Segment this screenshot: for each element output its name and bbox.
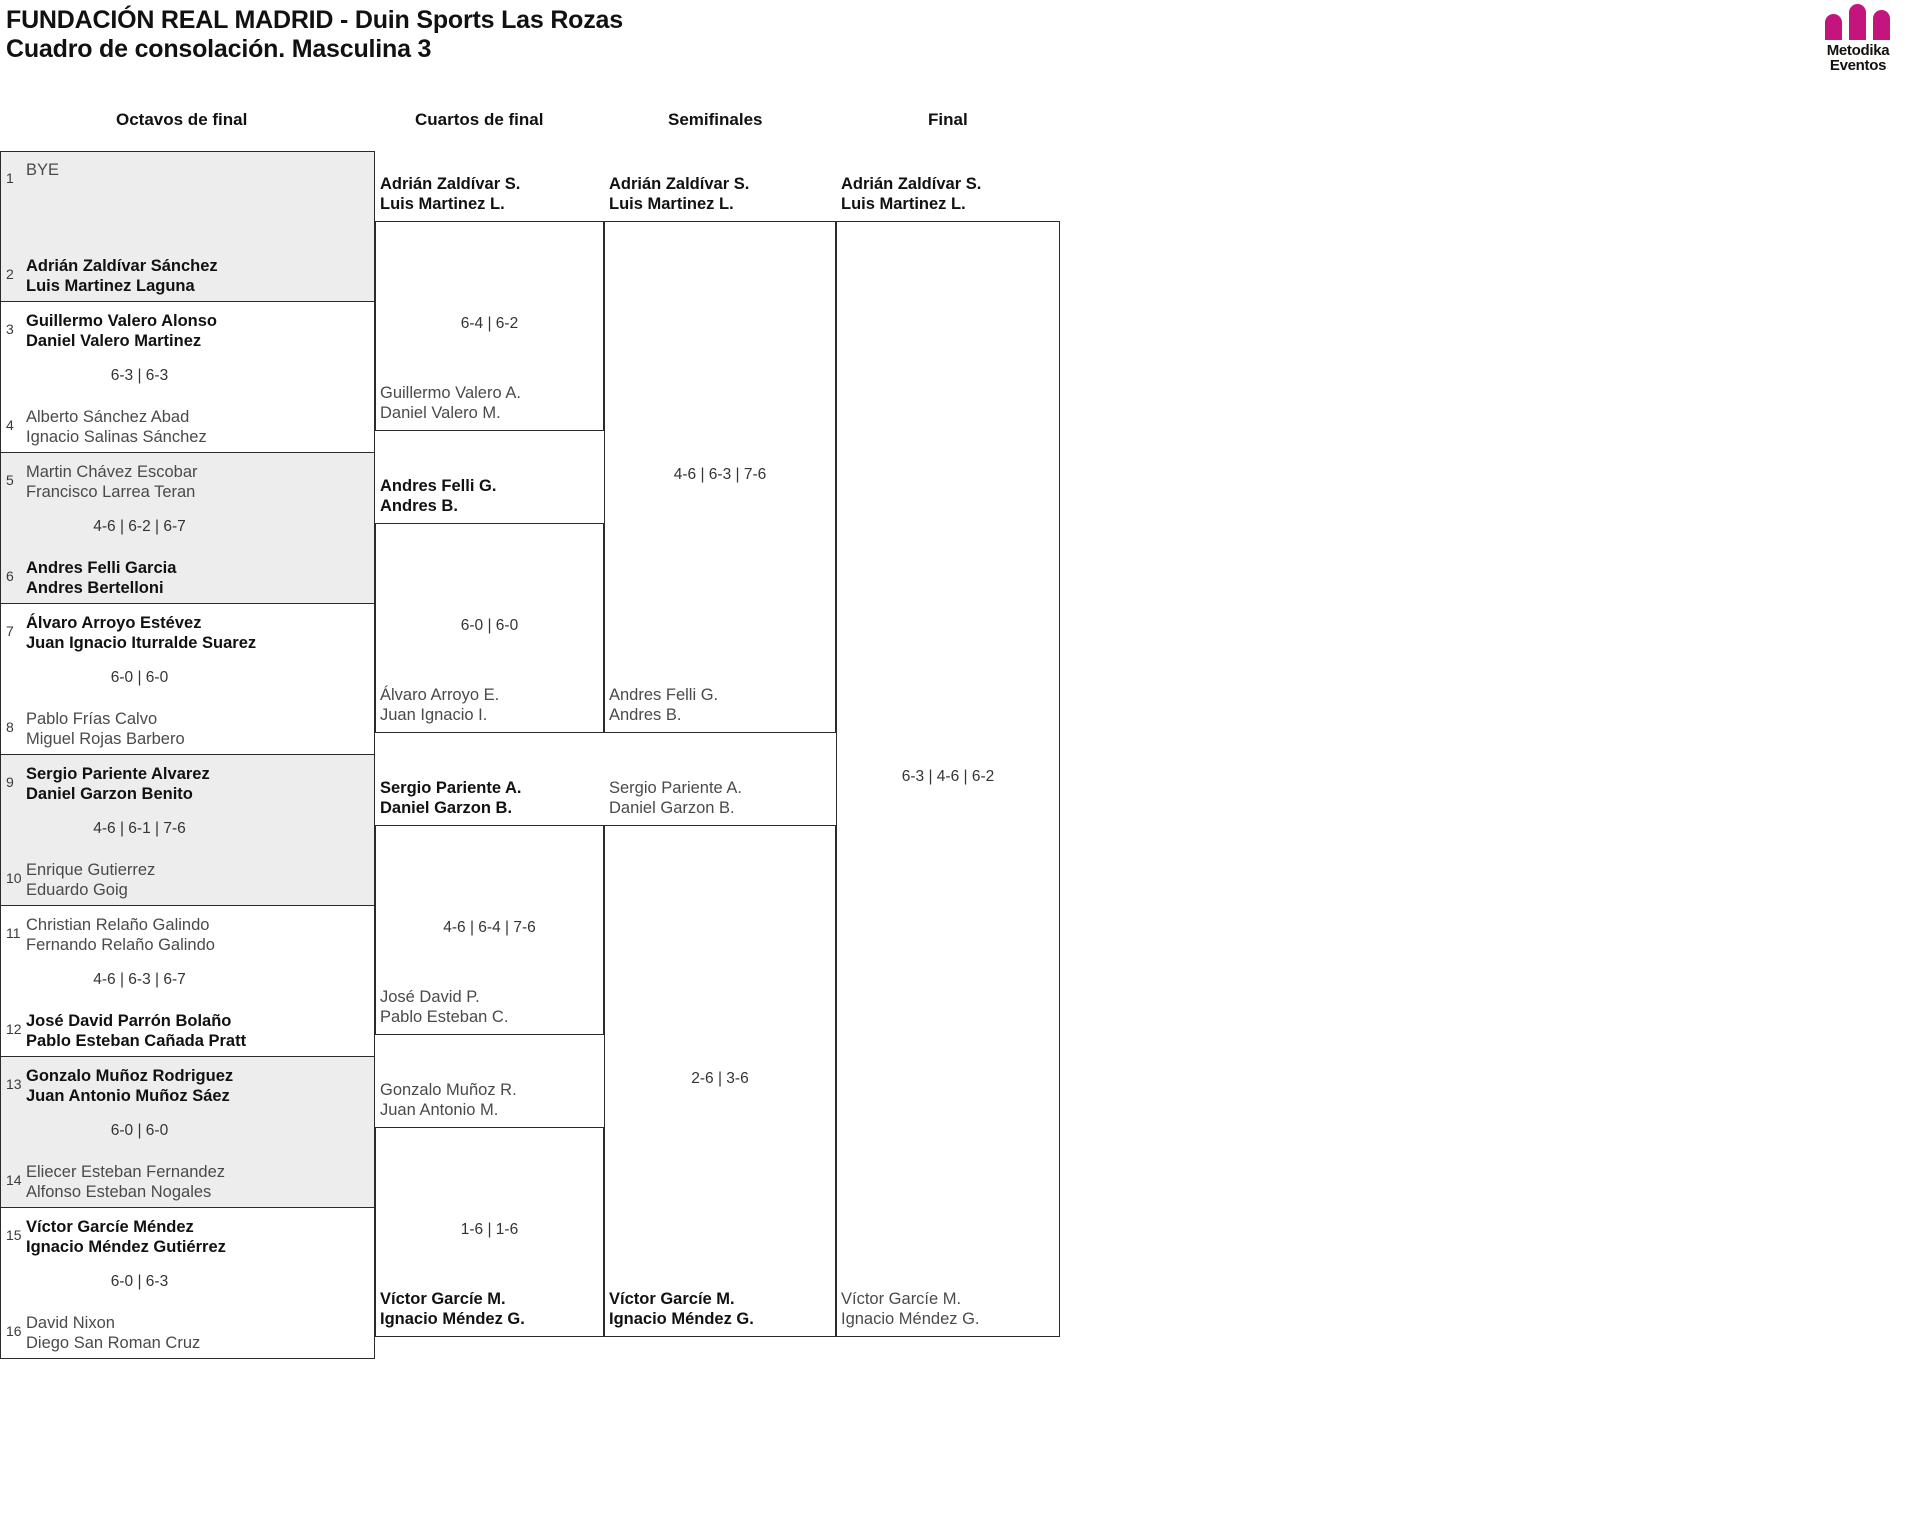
qf-bottom-team-name: José David P.Pablo Esteban C. — [380, 988, 509, 1026]
r16-match-6[interactable] — [0, 906, 375, 1057]
r16-seed: 7 — [6, 623, 14, 639]
sf-match-2[interactable] — [604, 825, 836, 1337]
tournament-title-line-1: FUNDACIÓN REAL MADRID - Duin Sports Las … — [6, 6, 623, 34]
final-bottom-team-name: Víctor Garcíe M.Ignacio Méndez G. — [841, 1290, 980, 1328]
sf-bottom-team-name: Andres Felli G.Andres B. — [609, 686, 719, 724]
qf-top-team-name: Adrián Zaldívar S.Luis Martinez L. — [380, 175, 521, 213]
qf-top-team-name: Gonzalo Muñoz R.Juan Antonio M. — [380, 1081, 517, 1119]
r16-score: 6-0 | 6-0 — [110, 1122, 169, 1139]
r16-match-7[interactable] — [0, 1057, 375, 1208]
r16-seed: 14 — [6, 1172, 22, 1188]
qf-score: 6-0 | 6-0 — [460, 617, 519, 634]
sf-bottom-team-name: Víctor Garcíe M.Ignacio Méndez G. — [609, 1290, 754, 1328]
qf-score: 4-6 | 6-4 | 7-6 — [443, 919, 536, 936]
r16-match-5[interactable] — [0, 755, 375, 906]
r16-match-3[interactable] — [0, 453, 375, 604]
r16-seed: 11 — [6, 925, 21, 941]
r16-seed: 5 — [6, 472, 14, 488]
qf-bottom-team-name: Víctor Garcíe M.Ignacio Méndez G. — [380, 1290, 525, 1328]
logo-m-icon — [1825, 4, 1891, 40]
r16-seed: 12 — [6, 1021, 22, 1037]
r16-seed: 16 — [6, 1323, 22, 1339]
qf-match-1[interactable] — [375, 221, 604, 431]
r16-score: 4-6 | 6-2 | 6-7 — [93, 518, 186, 535]
r16-score: 6-3 | 6-3 — [110, 367, 169, 384]
r16-seed: 4 — [6, 417, 14, 433]
r16-seed: 10 — [6, 870, 22, 886]
r16-seed: 15 — [6, 1227, 22, 1243]
r16-seed: 13 — [6, 1076, 22, 1092]
qf-top-team-name: Andres Felli G.Andres B. — [380, 477, 497, 515]
r16-seed: 6 — [6, 568, 14, 584]
qf-bottom-team-name: Álvaro Arroyo E.Juan Ignacio I. — [380, 686, 500, 724]
final-top-team-name: Adrián Zaldívar S.Luis Martinez L. — [841, 175, 982, 213]
r16-match-4[interactable] — [0, 604, 375, 755]
metodika-eventos-logo: Metodika Eventos — [1808, 4, 1908, 78]
round-header-semifinales: Semifinales — [668, 110, 763, 129]
qf-score: 1-6 | 1-6 — [460, 1221, 519, 1238]
sf-score: 4-6 | 6-3 | 7-6 — [673, 466, 767, 483]
qf-match-4[interactable] — [375, 1127, 604, 1337]
r16-seed: 2 — [6, 266, 14, 282]
logo-text-eventos: Eventos — [1829, 57, 1887, 74]
round-header-final: Final — [928, 110, 968, 129]
r16-match-1[interactable] — [0, 151, 375, 302]
r16-team-top[interactable]: BYE — [26, 161, 60, 179]
sf-match-1[interactable] — [604, 221, 836, 733]
qf-top-team-name: Sergio Pariente A.Daniel Garzon B. — [380, 779, 522, 817]
qf-bottom-team-name: Guillermo Valero A.Daniel Valero M. — [380, 384, 521, 422]
r16-score: 4-6 | 6-3 | 6-7 — [93, 971, 186, 988]
qf-match-2[interactable] — [375, 523, 604, 733]
r16-score: 4-6 | 6-1 | 7-6 — [93, 820, 186, 837]
r16-seed: 8 — [6, 719, 14, 735]
qf-match-3[interactable] — [375, 825, 604, 1035]
tournament-title-line-2: Cuadro de consolación. Masculina 3 — [6, 35, 432, 63]
r16-seed: 9 — [6, 774, 14, 790]
final-match-1[interactable] — [836, 221, 1060, 1337]
r16-score: 6-0 | 6-0 — [110, 669, 169, 686]
sf-top-team-name: Adrián Zaldívar S.Luis Martinez L. — [609, 175, 750, 213]
r16-match-8[interactable] — [0, 1208, 375, 1359]
round-header-octavos: Octavos de final — [116, 110, 248, 129]
sf-top-team-name: Sergio Pariente A.Daniel Garzon B. — [609, 779, 742, 817]
r16-seed: 1 — [6, 170, 14, 186]
logo-text-metodika: Metodika — [1826, 42, 1890, 59]
r16-score: 6-0 | 6-3 — [110, 1273, 169, 1290]
qf-score: 6-4 | 6-2 — [460, 315, 519, 332]
r16-match-2[interactable] — [0, 302, 375, 453]
tournament-title-block: FUNDACIÓN REAL MADRID - Duin Sports Las … — [6, 6, 623, 64]
sf-score: 2-6 | 3-6 — [691, 1070, 749, 1087]
round-header-cuartos: Cuartos de final — [415, 110, 544, 129]
final-score: 6-3 | 4-6 | 6-2 — [901, 768, 995, 785]
r16-seed: 3 — [6, 321, 14, 337]
